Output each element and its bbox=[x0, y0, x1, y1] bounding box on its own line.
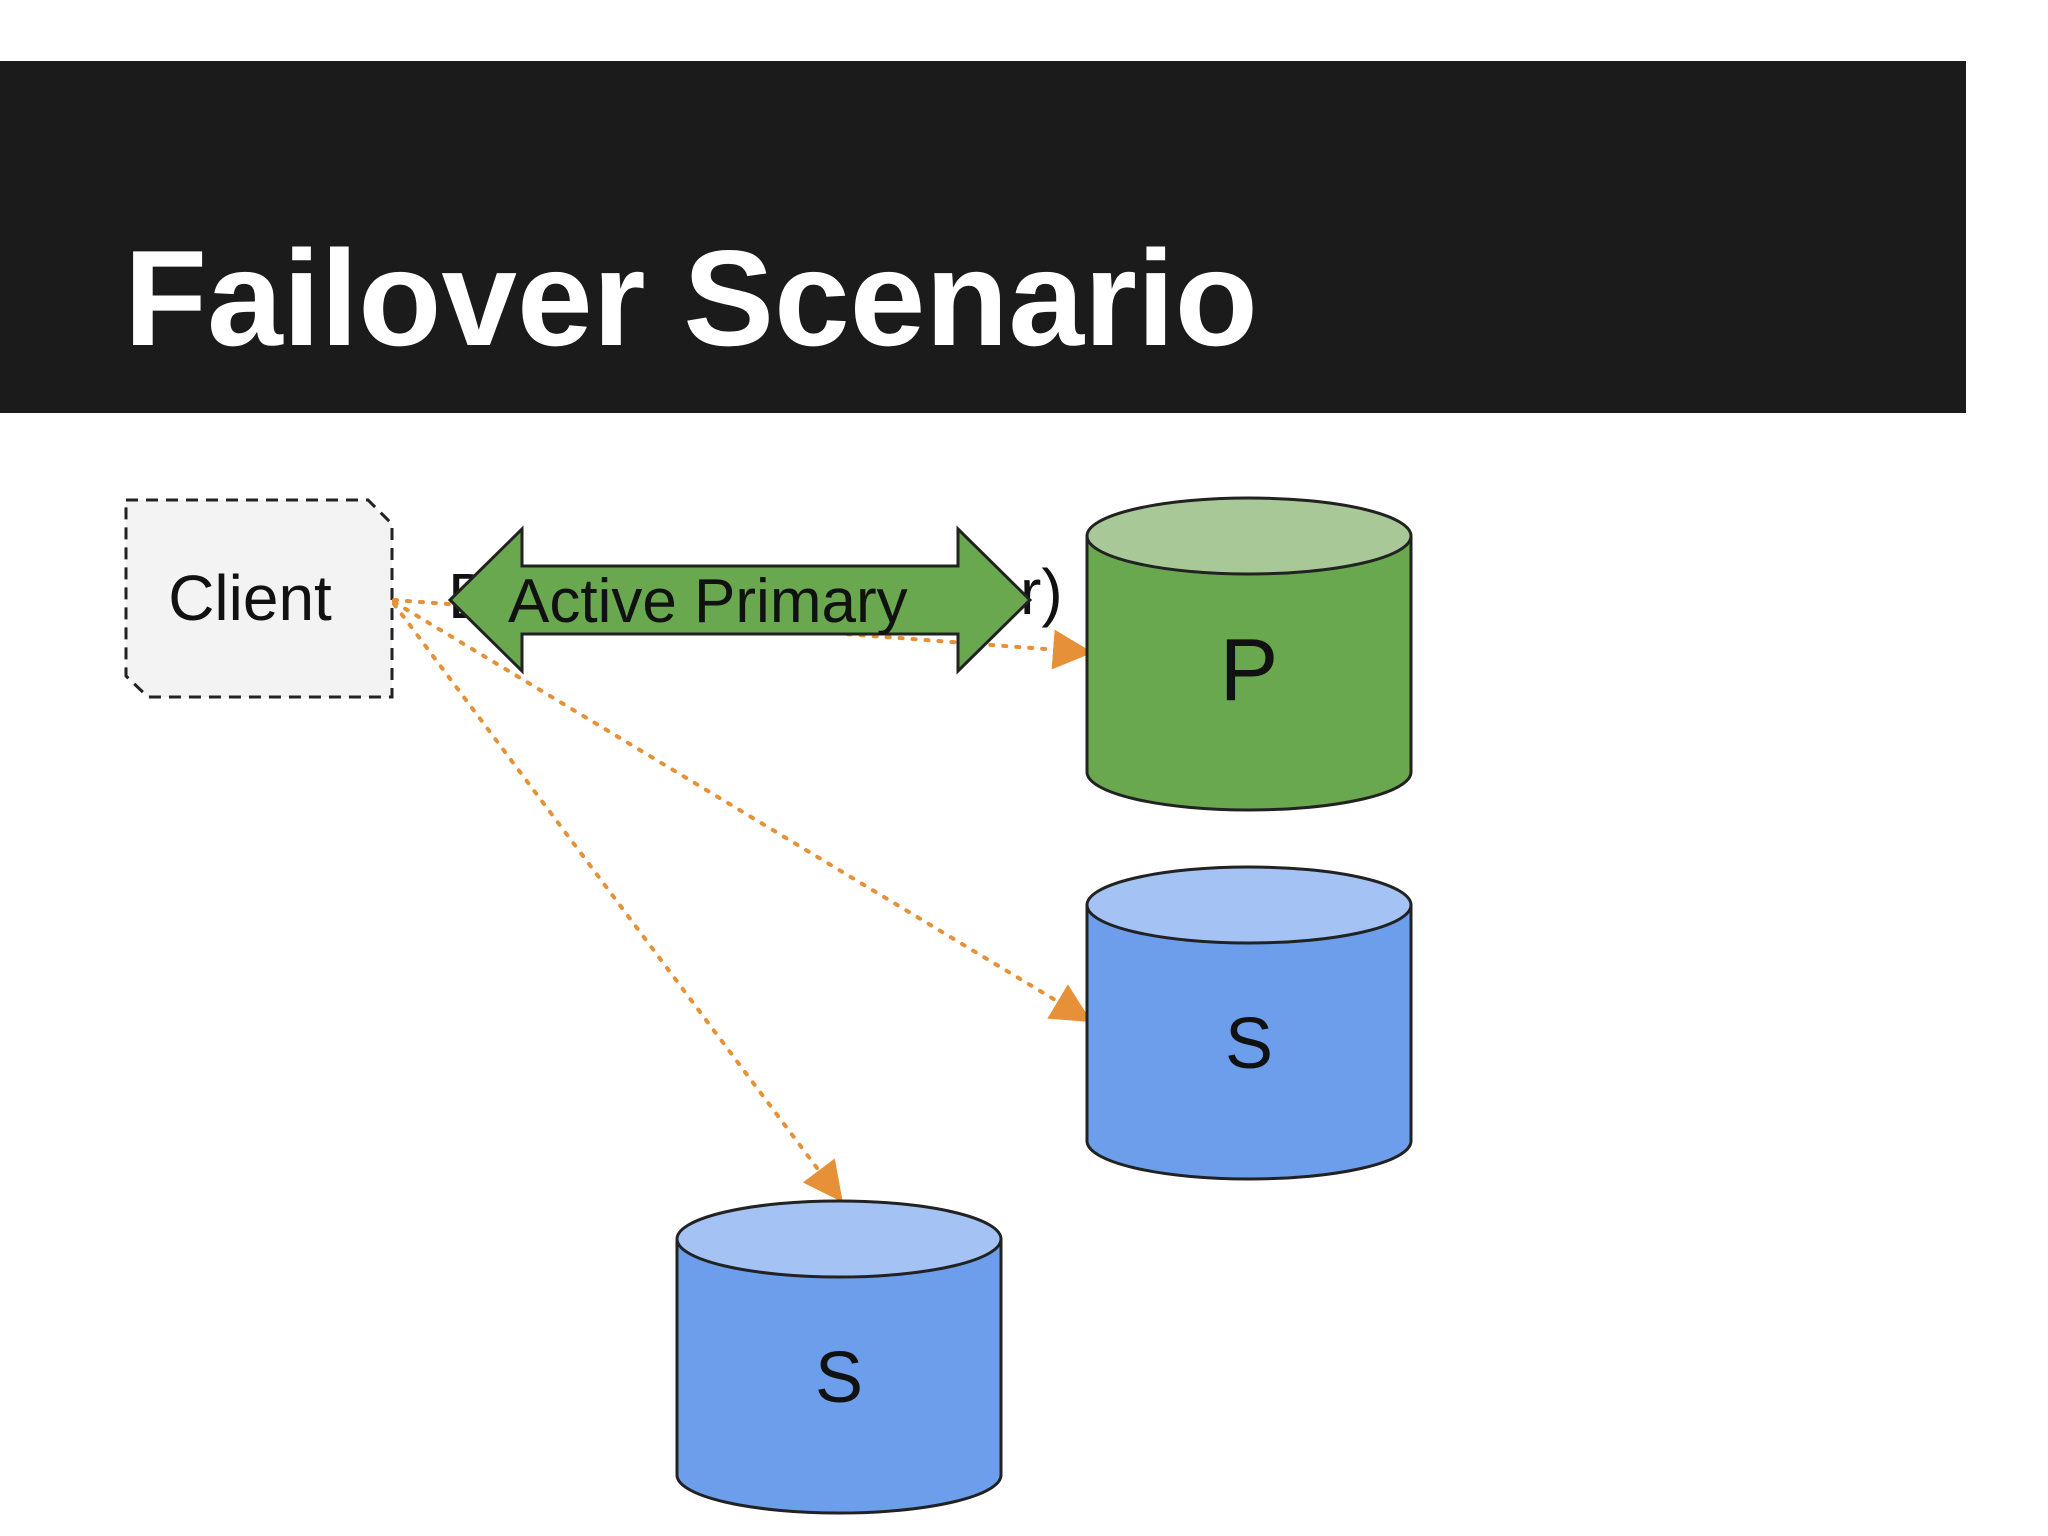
slide-title: Failover Scenario bbox=[124, 222, 1258, 374]
client-node[interactable]: Client bbox=[124, 498, 394, 699]
connector-client-secondary-1 bbox=[392, 600, 1092, 1023]
secondary-db-node-2[interactable]: S bbox=[675, 1199, 1003, 1515]
title-bar bbox=[0, 61, 1966, 413]
client-label: Client bbox=[168, 562, 332, 634]
hidden-label-right: r) bbox=[1020, 556, 1063, 628]
secondary-db-node-1[interactable]: S bbox=[1085, 865, 1413, 1181]
primary-db-node[interactable]: P bbox=[1085, 496, 1413, 812]
active-primary-arrow: Active Primary bbox=[447, 525, 1033, 675]
primary-db-label: P bbox=[1220, 620, 1279, 719]
secondary-db-label-2: S bbox=[815, 1338, 863, 1418]
active-primary-label: Active Primary bbox=[508, 567, 908, 636]
connector-client-secondary-2 bbox=[392, 602, 843, 1203]
secondary-db-label-1: S bbox=[1225, 1004, 1273, 1084]
